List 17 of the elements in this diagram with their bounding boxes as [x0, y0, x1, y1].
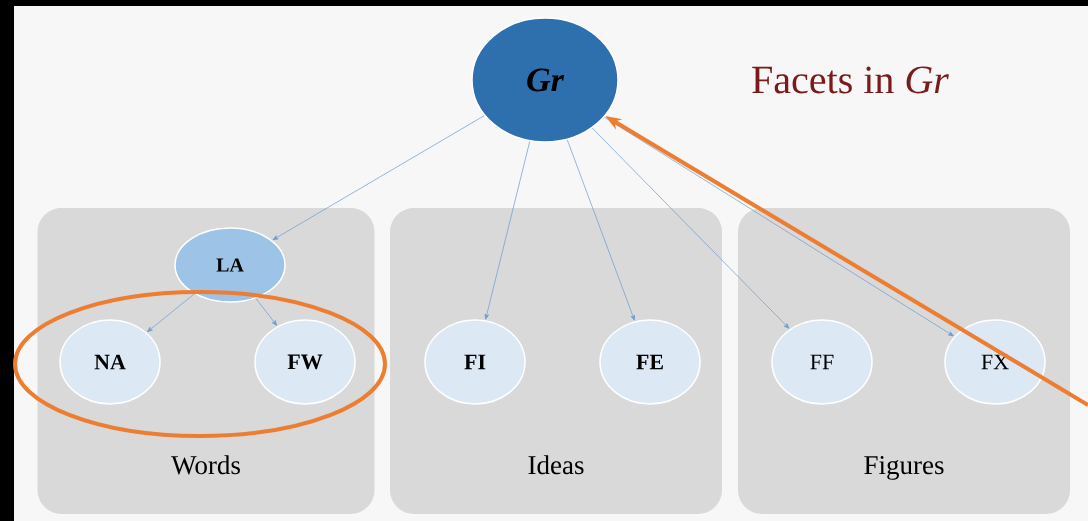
circle-node: Gr [471, 17, 619, 143]
arrow [591, 127, 790, 329]
circle-node: FW [254, 319, 356, 405]
circle-node: FE [599, 319, 701, 405]
title: Facets in Gr [752, 66, 949, 94]
arrow [272, 115, 485, 241]
arrow [255, 298, 278, 326]
circle-node: FF [771, 319, 873, 405]
circle-node: NA [59, 319, 161, 405]
highlight-ellipse [13, 290, 387, 438]
circle-node: FI [424, 319, 526, 405]
circle-node: LA [174, 227, 286, 303]
arrow [147, 293, 195, 333]
arrow [484, 141, 531, 320]
circle-node: FX [944, 319, 1046, 405]
arrow [566, 139, 635, 321]
arrow [604, 116, 954, 337]
